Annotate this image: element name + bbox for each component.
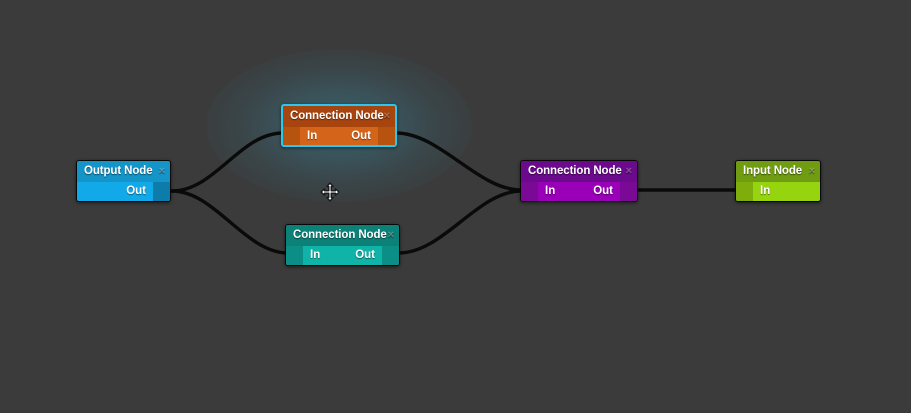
port-out-connector[interactable] — [382, 246, 399, 265]
node-titlebar[interactable]: Connection Node× — [286, 225, 399, 246]
port-in-label[interactable]: In — [545, 185, 556, 197]
port-out-label[interactable]: Out — [355, 249, 375, 261]
node-frame: Input Node × In — [735, 160, 821, 202]
node-title-label: Connection Node — [528, 165, 622, 177]
node-ports-row: In Out — [286, 246, 399, 265]
node-titlebar[interactable]: Connection Node× — [521, 161, 637, 182]
port-out-label[interactable]: Out — [593, 185, 613, 197]
edge-connection-node-teal-to-connection-node-purple[interactable] — [397, 189, 523, 255]
port-out-label[interactable]: Out — [351, 130, 371, 142]
port-out-connector[interactable] — [153, 182, 170, 201]
node-frame: Output Node × Out — [76, 160, 171, 202]
port-out-connector[interactable] — [378, 127, 395, 145]
node-ports-row: Out — [77, 182, 170, 201]
node-close-icon[interactable]: × — [383, 110, 390, 122]
node-output-node[interactable]: Output Node × Out — [76, 160, 171, 202]
port-in-label[interactable]: In — [310, 249, 321, 261]
node-title-label: Connection Node — [293, 229, 387, 241]
node-connection-node-orange[interactable]: Connection Node× In Out — [281, 104, 397, 147]
node-title-label: Input Node — [743, 165, 803, 177]
node-ports-row: In Out — [283, 127, 395, 145]
node-close-icon[interactable]: × — [158, 165, 165, 177]
node-ports-row: In — [736, 182, 820, 201]
port-out-connector[interactable] — [620, 182, 637, 201]
node-close-icon[interactable]: × — [808, 165, 815, 177]
port-in-connector[interactable] — [521, 182, 538, 201]
node-titlebar[interactable]: Connection Node× — [283, 106, 395, 127]
port-in-connector[interactable] — [286, 246, 303, 265]
node-frame: Connection Node× In Out — [520, 160, 638, 202]
port-in-connector[interactable] — [736, 182, 753, 201]
port-out-label[interactable]: Out — [126, 185, 146, 197]
edge-connection-node-orange-to-connection-node-purple[interactable] — [394, 131, 523, 192]
node-close-icon[interactable]: × — [387, 229, 394, 241]
node-ports-row: In Out — [521, 182, 637, 201]
node-title-label: Output Node — [84, 165, 153, 177]
node-close-icon[interactable]: × — [625, 165, 632, 177]
edge-output-node-to-connection-node-teal[interactable] — [170, 189, 290, 255]
move-cursor — [320, 182, 340, 202]
edge-output-node-to-connection-node-orange[interactable] — [170, 131, 285, 193]
node-titlebar[interactable]: Output Node × — [77, 161, 170, 182]
node-titlebar[interactable]: Input Node × — [736, 161, 820, 182]
port-in-label[interactable]: In — [760, 185, 771, 197]
node-frame: Connection Node× In Out — [281, 104, 397, 147]
node-title-label: Connection Node — [290, 110, 384, 122]
node-connection-node-teal[interactable]: Connection Node× In Out — [285, 224, 400, 266]
port-in-connector[interactable] — [283, 127, 300, 145]
node-connection-node-purple[interactable]: Connection Node× In Out — [520, 160, 638, 202]
port-in-label[interactable]: In — [307, 130, 318, 142]
node-frame: Connection Node× In Out — [285, 224, 400, 266]
node-input-node[interactable]: Input Node × In — [735, 160, 821, 202]
